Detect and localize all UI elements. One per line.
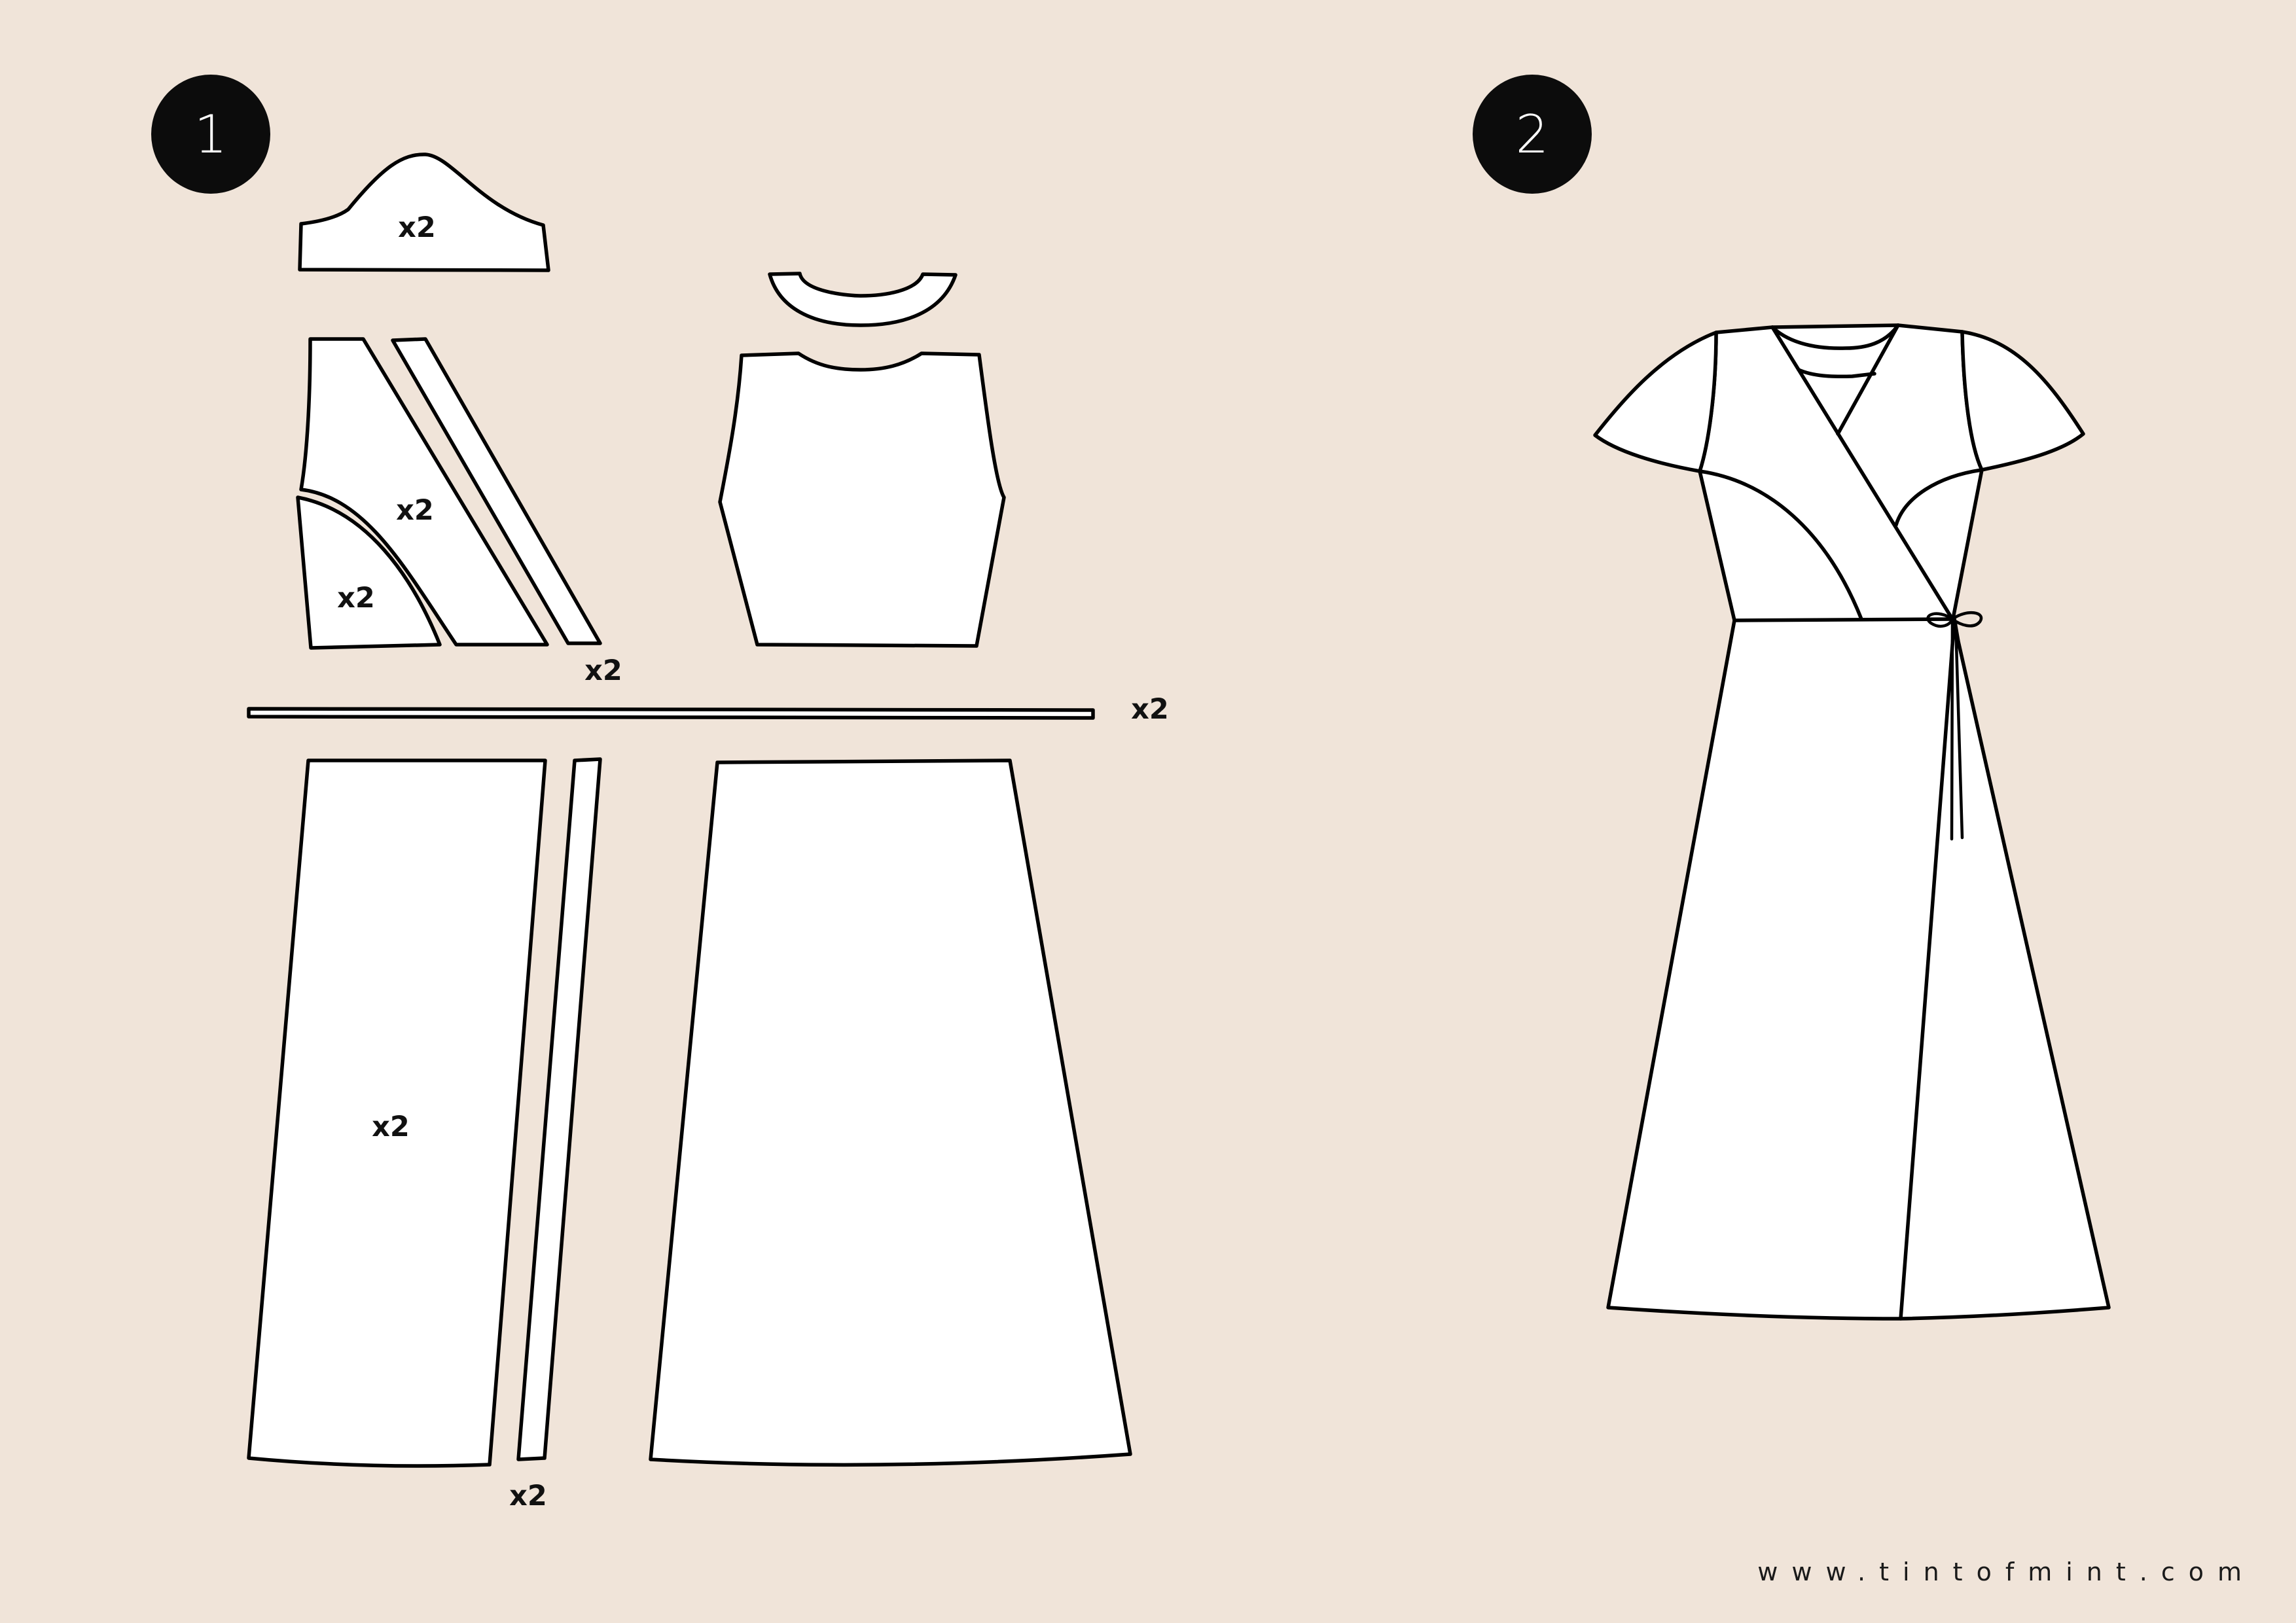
front-bodice-quantity: x2 (396, 494, 434, 527)
dress-left-side-front-seam (1698, 469, 1863, 621)
front-skirt-quantity: x2 (372, 1111, 410, 1143)
front-facing-quantity: x2 (337, 582, 375, 615)
waistband-tie-strip (247, 707, 1095, 720)
back-bodice-piece (718, 351, 1006, 648)
dress-waist-seam (1732, 617, 1956, 622)
website-footer[interactable]: www.tintofmint.com (1757, 1558, 2255, 1586)
sleeve-piece (298, 152, 550, 272)
dress-inner-neckline (1797, 368, 1876, 379)
skirt-binding-quantity: x2 (509, 1480, 547, 1512)
front-skirt-piece (247, 758, 547, 1468)
finished-wrap-dress (1593, 323, 2111, 1321)
dress-right-sleeve (1960, 330, 2085, 472)
bodice-binding-strip (391, 337, 602, 645)
step-1-badge: 1 (151, 75, 270, 194)
front-bodice-piece (299, 337, 549, 647)
skirt-binding-strip (516, 757, 602, 1461)
waist-tie-bow (1926, 611, 1983, 841)
back-skirt-piece (649, 758, 1132, 1467)
step-2-badge: 2 (1473, 75, 1592, 194)
dress-underlap-edge (1836, 323, 1900, 436)
back-neck-facing-piece (768, 272, 958, 327)
dress-wrap-edge (1770, 325, 1954, 621)
bodice-binding-quantity: x2 (584, 654, 622, 687)
step-1-number: 1 (194, 104, 228, 165)
dress-right-side-front-seam (1894, 468, 1984, 527)
dress-left-sleeve (1593, 330, 1718, 473)
side-front-bodice-piece (296, 495, 442, 650)
dress-body (1606, 323, 2111, 1321)
sleeve-quantity: x2 (398, 211, 436, 244)
dress-skirt-overlap-edge (1899, 626, 1956, 1321)
step-2-number: 2 (1516, 104, 1549, 165)
dress-back-neckline (1770, 323, 1900, 350)
waistband-tie-quantity: x2 (1131, 693, 1169, 726)
